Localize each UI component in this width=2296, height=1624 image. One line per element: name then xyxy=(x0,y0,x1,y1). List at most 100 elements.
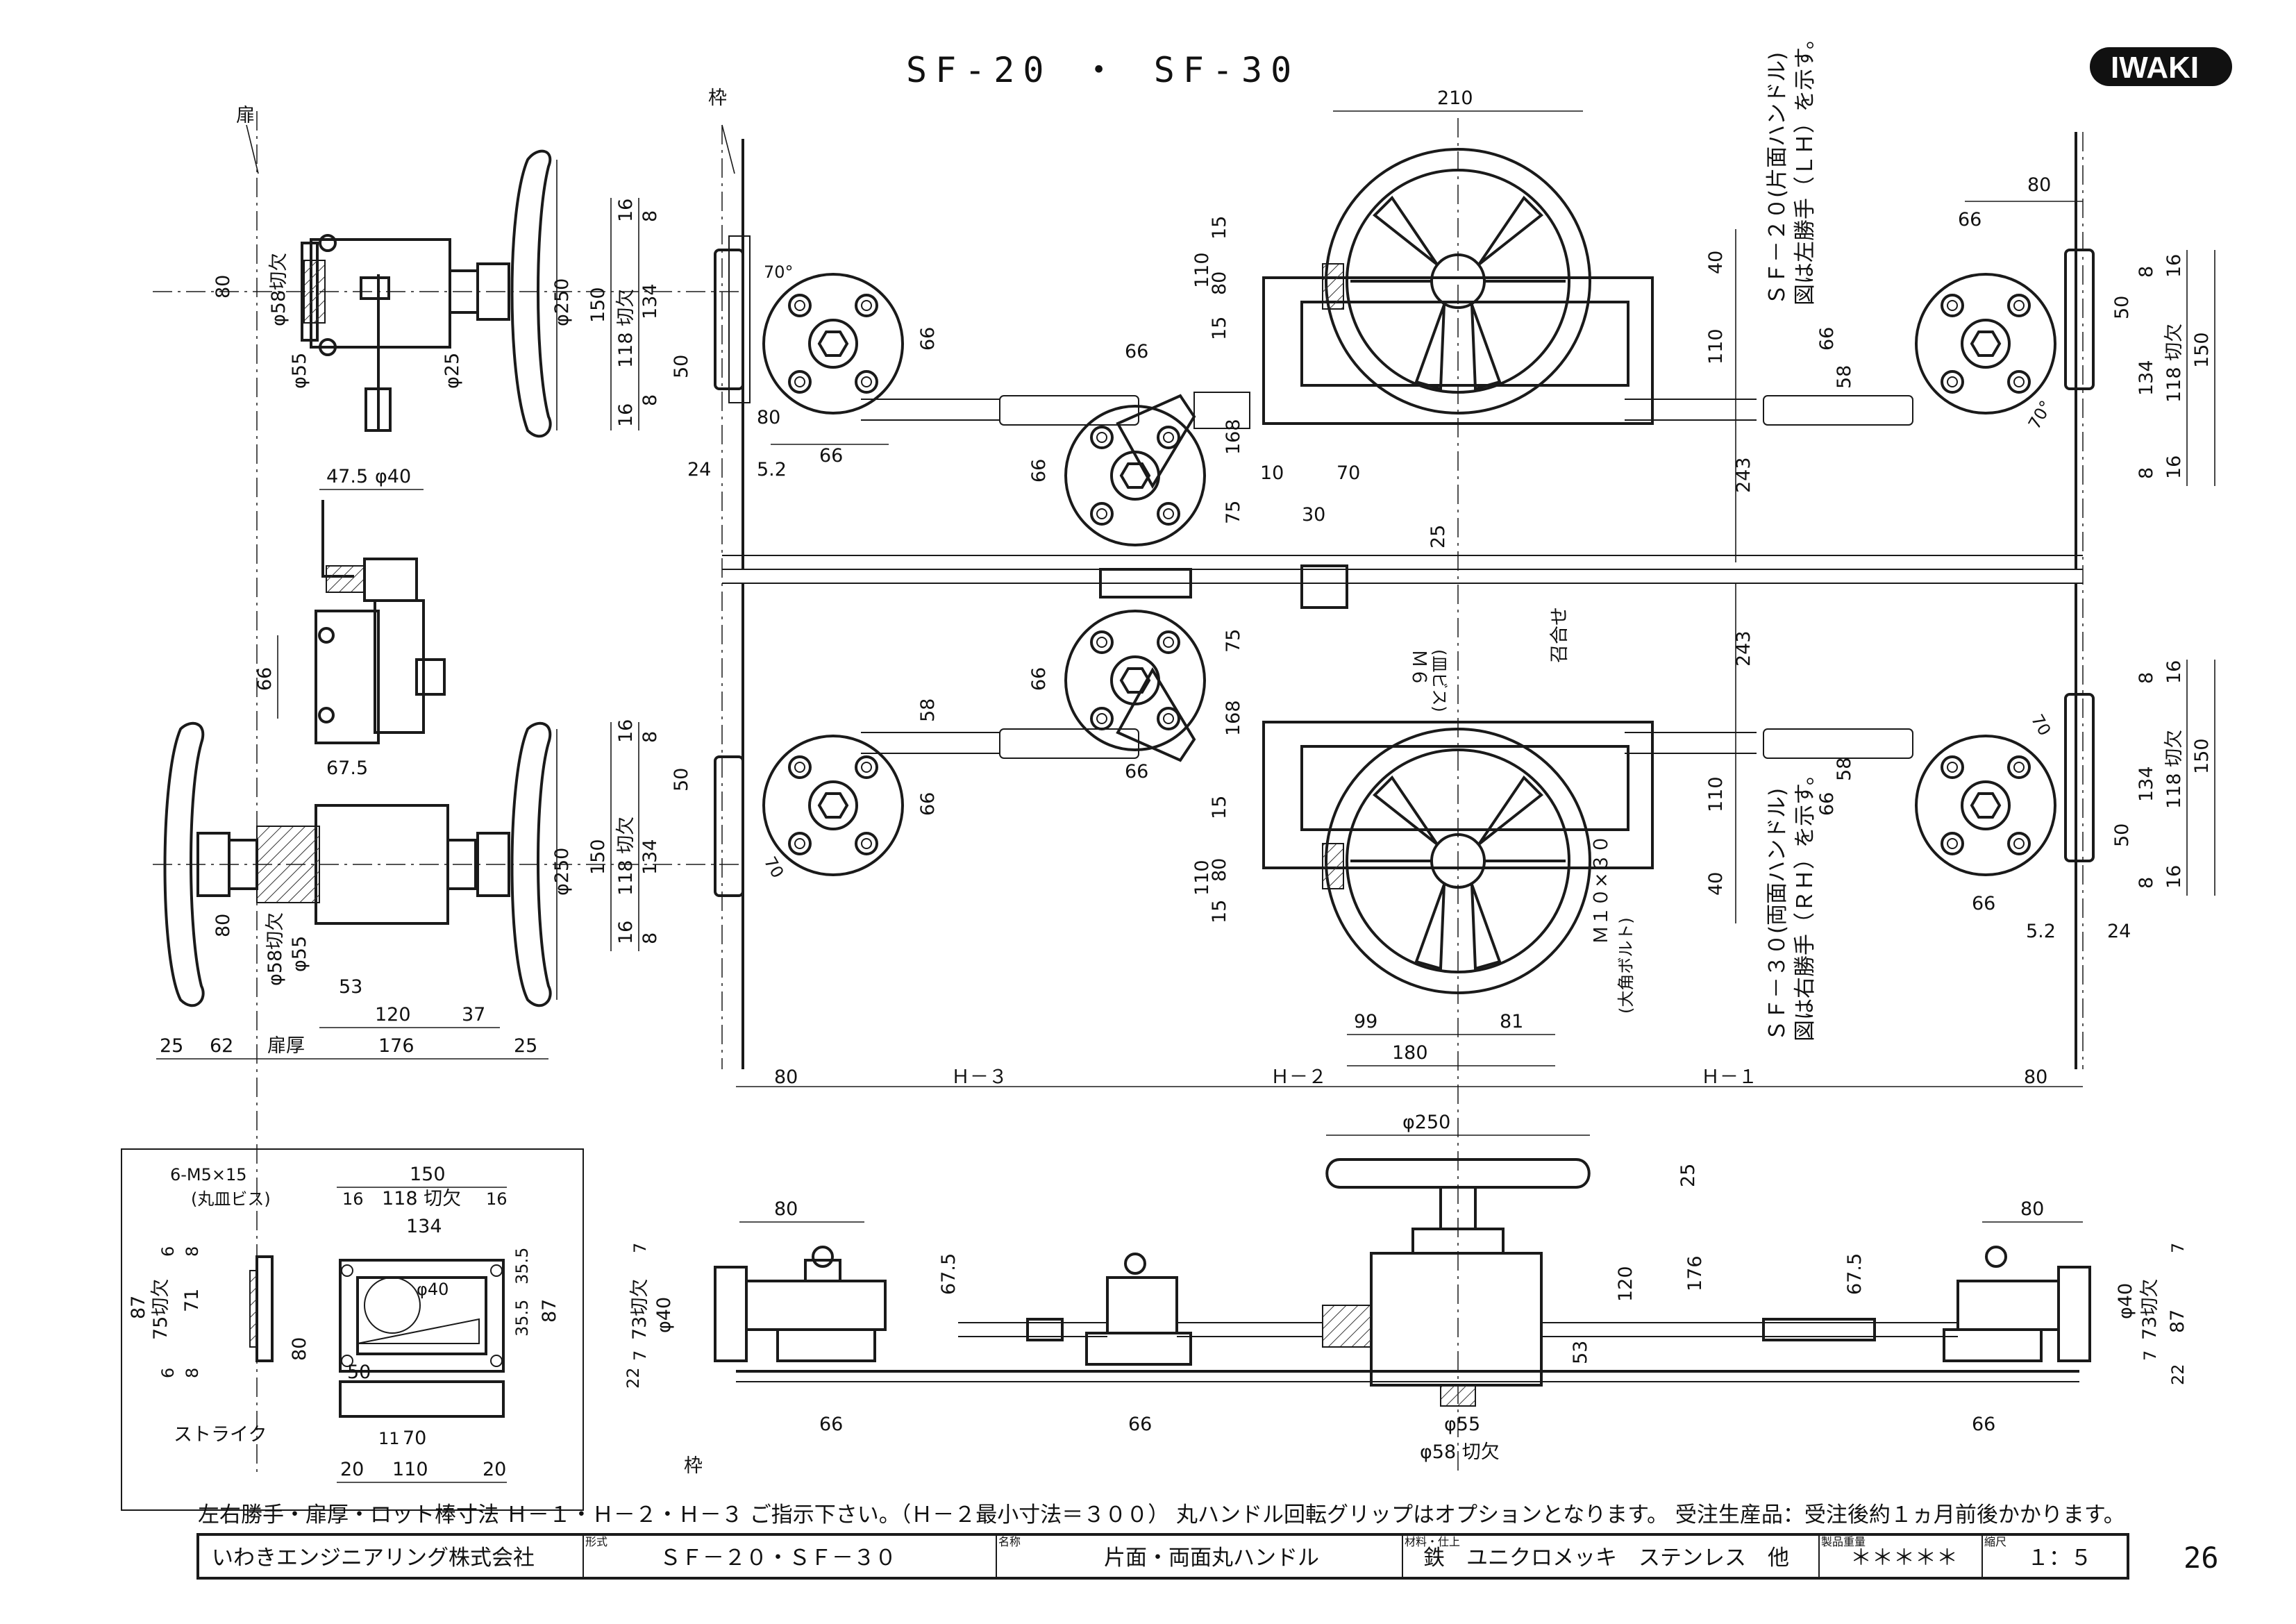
svg-text:15: 15 xyxy=(1209,216,1230,240)
svg-text:40: 40 xyxy=(1705,872,1727,896)
front-elevation: 枠 70° 80 66 5.2 24 66 16 8 134 50 150 11… xyxy=(587,28,2215,1472)
svg-text:134: 134 xyxy=(2136,360,2157,396)
svg-text:53: 53 xyxy=(339,976,362,998)
svg-text:66: 66 xyxy=(819,1414,843,1435)
door-label: 扉 xyxy=(236,105,255,126)
iwaki-logo xyxy=(2090,47,2232,86)
svg-text:8: 8 xyxy=(639,210,661,222)
scale-value: １：５ xyxy=(2027,1546,2092,1571)
svg-text:形式: 形式 xyxy=(585,1535,607,1548)
svg-text:110: 110 xyxy=(1705,776,1727,812)
svg-text:70: 70 xyxy=(2027,711,2055,739)
svg-text:66: 66 xyxy=(1125,341,1148,362)
svg-text:66: 66 xyxy=(917,792,939,816)
svg-text:58: 58 xyxy=(1834,365,1855,389)
svg-text:180: 180 xyxy=(1392,1042,1428,1064)
svg-text:87: 87 xyxy=(128,1296,149,1319)
svg-text:73切欠: 73切欠 xyxy=(2139,1279,2161,1340)
svg-text:φ58切欠: φ58切欠 xyxy=(265,912,286,986)
svg-text:40: 40 xyxy=(1705,251,1727,274)
svg-text:11: 11 xyxy=(378,1429,400,1448)
svg-text:120: 120 xyxy=(1615,1266,1636,1302)
meeting-label: 召合せ xyxy=(1549,607,1570,663)
name-value: 片面・両面丸ハンドル xyxy=(1104,1546,1319,1571)
svg-text:66: 66 xyxy=(917,327,939,351)
svg-text:16: 16 xyxy=(615,921,637,944)
svg-text:16: 16 xyxy=(615,403,637,427)
logo-text: IWAKI xyxy=(2111,51,2199,85)
svg-text:16: 16 xyxy=(2163,455,2185,479)
svg-text:材料・仕上: 材料・仕上 xyxy=(1405,1535,1460,1548)
svg-text:150: 150 xyxy=(2191,332,2213,368)
svg-text:50: 50 xyxy=(671,355,692,378)
svg-text:80: 80 xyxy=(774,1198,798,1220)
svg-text:80: 80 xyxy=(289,1337,310,1361)
door-thickness-label: 扉厚 xyxy=(267,1035,305,1057)
svg-text:30: 30 xyxy=(1302,504,1325,526)
svg-text:6: 6 xyxy=(158,1246,178,1257)
svg-text:176: 176 xyxy=(378,1035,414,1057)
sf30-side-view: 80 φ58切欠 φ55 φ250 53 120 37 25 62 扉厚 176… xyxy=(153,721,743,1060)
svg-text:φ58切欠: φ58切欠 xyxy=(268,253,290,326)
svg-text:110: 110 xyxy=(1191,860,1213,896)
svg-text:16: 16 xyxy=(2163,660,2185,684)
svg-text:10: 10 xyxy=(1260,462,1284,484)
svg-text:118 切欠: 118 切欠 xyxy=(615,817,637,896)
svg-text:φ55: φ55 xyxy=(289,353,310,389)
svg-text:66: 66 xyxy=(1028,459,1050,483)
svg-text:16: 16 xyxy=(2163,254,2185,278)
svg-text:50: 50 xyxy=(2111,823,2133,847)
svg-text:120: 120 xyxy=(375,1004,411,1026)
svg-text:134: 134 xyxy=(2136,766,2157,802)
svg-text:99: 99 xyxy=(1354,1011,1377,1032)
svg-text:80: 80 xyxy=(212,914,234,937)
svg-text:名称: 名称 xyxy=(998,1535,1021,1548)
svg-text:67.5: 67.5 xyxy=(1844,1253,1866,1295)
m6-label: Ｍ６ xyxy=(1408,649,1430,687)
svg-text:67.5: 67.5 xyxy=(326,757,368,779)
drawing-title: SF-20 ・ SF-30 xyxy=(906,50,1300,90)
svg-text:150: 150 xyxy=(587,287,609,323)
svg-text:66: 66 xyxy=(1972,1414,1995,1435)
svg-text:5.2: 5.2 xyxy=(757,459,787,480)
svg-text:70: 70 xyxy=(760,853,788,881)
svg-text:53: 53 xyxy=(1570,1341,1591,1364)
svg-text:(皿ビス): (皿ビス) xyxy=(1430,649,1449,712)
svg-text:φ58 切欠: φ58 切欠 xyxy=(1420,1441,1500,1463)
svg-text:8: 8 xyxy=(2136,467,2157,479)
svg-text:φ40: φ40 xyxy=(417,1280,449,1299)
svg-text:80: 80 xyxy=(757,407,780,428)
svg-text:50: 50 xyxy=(2111,296,2133,319)
svg-text:58: 58 xyxy=(917,698,939,722)
svg-text:168: 168 xyxy=(1223,419,1244,455)
svg-text:25: 25 xyxy=(514,1035,537,1057)
svg-text:47.5: 47.5 xyxy=(326,466,368,487)
svg-text:87: 87 xyxy=(539,1299,560,1323)
svg-text:20: 20 xyxy=(483,1459,506,1480)
svg-text:(大角ボルト): (大角ボルト) xyxy=(1616,917,1636,1014)
strike-label: ストライク xyxy=(174,1424,267,1446)
svg-text:150: 150 xyxy=(410,1164,446,1185)
svg-text:φ40: φ40 xyxy=(653,1297,675,1333)
svg-text:37: 37 xyxy=(462,1004,485,1026)
svg-text:8: 8 xyxy=(183,1246,202,1257)
svg-text:7: 7 xyxy=(630,1350,650,1361)
svg-text:24: 24 xyxy=(2107,921,2131,942)
svg-text:80: 80 xyxy=(1209,858,1230,882)
svg-text:7: 7 xyxy=(2140,1350,2160,1361)
svg-text:110: 110 xyxy=(1705,328,1727,365)
svg-text:71: 71 xyxy=(181,1289,203,1312)
svg-text:8: 8 xyxy=(639,731,661,743)
plan-view: φ250 φ55 φ58 切欠 25 120 176 53 80 7 73切欠 … xyxy=(623,1112,2188,1477)
svg-text:73切欠: 73切欠 xyxy=(629,1279,651,1340)
svg-text:(丸皿ビス): (丸皿ビス) xyxy=(191,1189,271,1209)
svg-text:16: 16 xyxy=(2163,865,2185,889)
svg-text:80: 80 xyxy=(212,275,234,299)
svg-text:110: 110 xyxy=(392,1459,428,1480)
svg-text:87: 87 xyxy=(2167,1309,2188,1333)
svg-text:50: 50 xyxy=(671,768,692,792)
svg-text:φ250: φ250 xyxy=(1402,1112,1450,1133)
svg-text:20: 20 xyxy=(340,1459,364,1480)
svg-text:75: 75 xyxy=(1223,629,1244,653)
material-value: 鉄 ユニクロメッキ ステンレス 他 xyxy=(1423,1546,1789,1571)
